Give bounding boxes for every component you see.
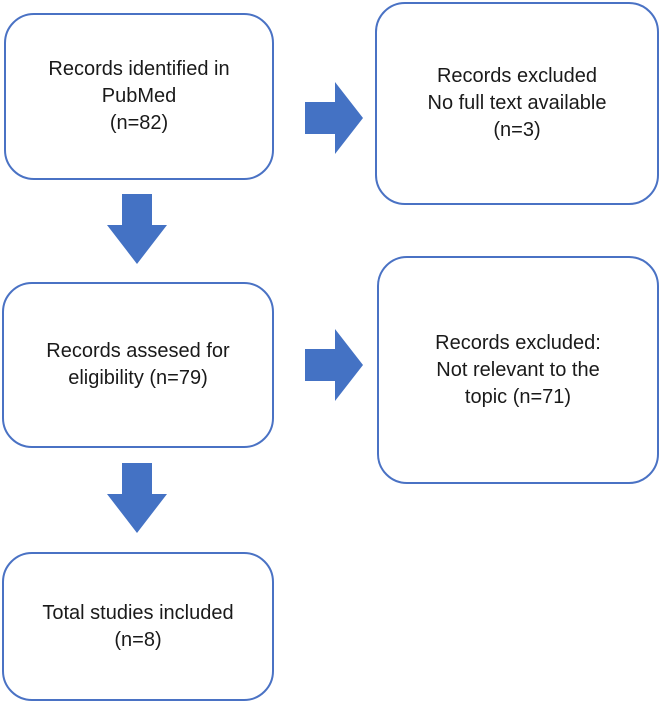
total-studies-box: Total studies included (n=8) (2, 552, 274, 701)
excluded-topic-line-1: Records excluded: (435, 331, 601, 354)
records-assessed-line-1: Records assesed for (46, 340, 230, 362)
right-arrow-icon (305, 329, 363, 401)
records-assessed-line-2: eligibility (n=79) (68, 367, 208, 389)
excluded-fulltext-line-1: Records excluded (436, 65, 598, 87)
records-excluded-fulltext-box: Records excluded No full text available … (375, 2, 659, 205)
total-studies-count: (n=8) (114, 628, 162, 651)
down-arrow-icon (107, 194, 167, 264)
records-identified-line-2: PubMed (101, 85, 177, 107)
excluded-topic-count: topic (n=71) (464, 385, 572, 408)
records-identified-box: Records identified in PubMed (n=82) (4, 13, 274, 180)
total-studies-line-1: Total studies included (42, 601, 234, 624)
excluded-fulltext-count: (n=3) (493, 119, 541, 141)
right-arrow-icon (305, 82, 363, 154)
records-excluded-topic-box: Records excluded: Not relevant to the to… (377, 256, 659, 484)
excluded-fulltext-line-2: No full text available (427, 92, 607, 114)
records-identified-line-1: Records identified in (48, 58, 230, 80)
records-identified-count: (n=82) (109, 112, 169, 134)
down-arrow-icon (107, 463, 167, 533)
excluded-topic-line-2: Not relevant to the (436, 358, 600, 381)
records-assessed-box: Records assesed for eligibility (n=79) (2, 282, 274, 448)
